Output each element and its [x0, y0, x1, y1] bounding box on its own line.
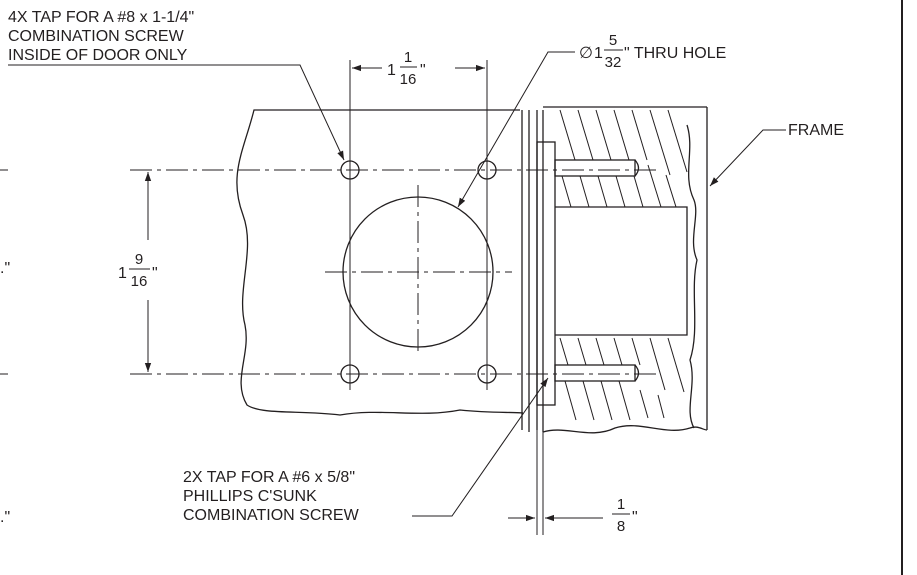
- tap-hole-bottom-left: [340, 364, 360, 384]
- svg-text:4X TAP FOR A #8 x 1-1/4": 4X TAP FOR A #8 x 1-1/4": [8, 9, 194, 26]
- frame-label: FRAME: [788, 122, 844, 139]
- svg-text:1: 1: [617, 496, 625, 513]
- svg-text:INSIDE OF DOOR ONLY: INSIDE OF DOOR ONLY: [8, 47, 188, 64]
- frame-leader: [709, 129, 786, 187]
- frame-hatch-lower: [559, 337, 685, 421]
- svg-text:16: 16: [131, 273, 148, 290]
- svg-text:8: 8: [617, 518, 625, 535]
- thru-hole: [342, 196, 494, 348]
- svg-text:1: 1: [404, 49, 412, 66]
- left-edge-fragment-2: .": [0, 509, 10, 526]
- tap-hole-bottom-right: [477, 364, 497, 384]
- svg-text:32: 32: [605, 54, 622, 71]
- svg-text:16: 16: [400, 71, 417, 88]
- strike-plate: [536, 141, 556, 406]
- svg-text:2X TAP FOR A #6 x 5/8": 2X TAP FOR A #6 x 5/8": [183, 469, 355, 486]
- tap-note-top-leader: [282, 64, 345, 161]
- svg-text:COMBINATION SCREW: COMBINATION SCREW: [8, 28, 185, 45]
- tap-note-bottom: 2X TAP FOR A #6 x 5/8" PHILLIPS C'SUNK C…: [183, 469, 360, 524]
- gap-dimension-label: 1 8 ": [612, 496, 638, 535]
- lower-screw-tip: [634, 364, 640, 382]
- frame-cavity: [555, 206, 688, 336]
- cavity-break-right: [686, 124, 698, 429]
- svg-text:": ": [152, 265, 158, 282]
- door-plate-outline: [236, 109, 524, 416]
- height-dimension-label: 1 9 16 ": [118, 251, 158, 290]
- svg-text:" THRU HOLE: " THRU HOLE: [624, 45, 726, 62]
- upper-screw-hole: [554, 159, 636, 177]
- tap-hole-top-left: [340, 160, 360, 180]
- thru-hole-leader: [457, 51, 575, 208]
- svg-text:": ": [420, 62, 426, 79]
- left-edge-fragment-1: .": [0, 260, 10, 277]
- svg-text:∅: ∅: [579, 45, 593, 62]
- frame-bottom-break: [542, 425, 708, 434]
- thru-hole-label: ∅ 1 5 32 " THRU HOLE: [579, 32, 726, 71]
- svg-text:PHILLIPS C'SUNK: PHILLIPS C'SUNK: [183, 488, 317, 505]
- svg-text:1: 1: [118, 265, 127, 282]
- svg-text:": ": [632, 509, 638, 526]
- frame-hatch-upper: [559, 109, 688, 208]
- tap-hole-top-right: [477, 160, 497, 180]
- svg-text:9: 9: [135, 251, 143, 268]
- svg-text:1: 1: [387, 62, 396, 79]
- tap-note-bottom-leader: [412, 377, 549, 517]
- tap-note-top: 4X TAP FOR A #8 x 1-1/4" COMBINATION SCR…: [8, 9, 194, 64]
- lower-screw-hole: [554, 364, 636, 382]
- svg-text:5: 5: [609, 32, 617, 49]
- svg-text:1: 1: [594, 45, 603, 62]
- upper-screw-tip: [634, 159, 640, 177]
- svg-text:COMBINATION SCREW: COMBINATION SCREW: [183, 507, 360, 524]
- width-dimension-label: 1 1 16 ": [387, 49, 426, 88]
